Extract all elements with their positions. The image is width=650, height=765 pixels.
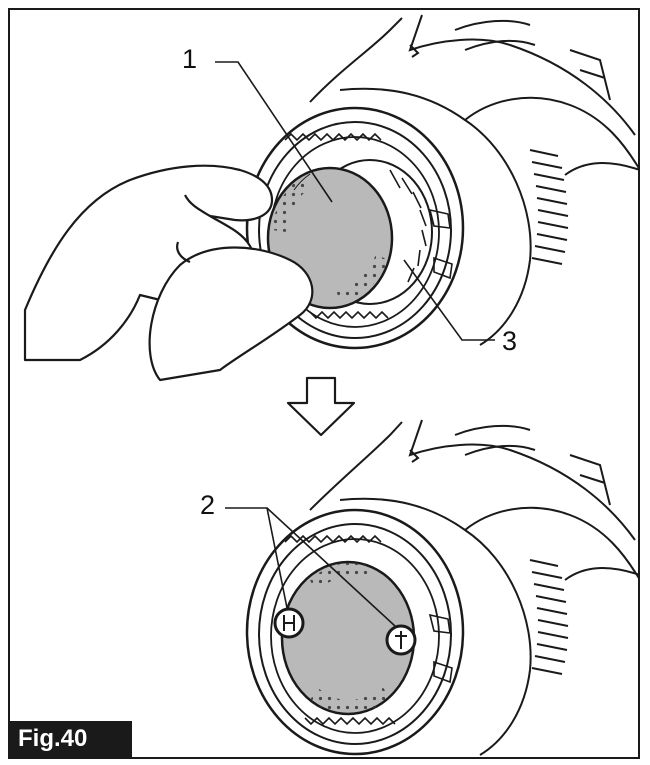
left-tab-marker [273, 607, 305, 639]
bottom-tool-body [309, 419, 638, 756]
figure-frame: 1 3 2 Fig.40 [8, 8, 640, 759]
bottom-collar [245, 508, 465, 756]
callout-2: 2 [200, 490, 216, 520]
hand [23, 164, 314, 382]
tab-markers [273, 607, 417, 656]
top-collar [245, 106, 465, 350]
right-tab-marker [385, 624, 417, 656]
top-leader-lines [215, 61, 495, 341]
callout-1: 1 [182, 44, 198, 74]
figure-label: Fig.40 [10, 721, 132, 757]
bottom-body-ribs [529, 559, 569, 675]
top-tool-body [309, 14, 638, 346]
bottom-installed-filter [280, 560, 416, 716]
bottom-leader-lines [225, 507, 396, 627]
callout-3: 3 [502, 326, 518, 356]
illustration [23, 14, 638, 756]
top-body-ribs [529, 149, 569, 265]
down-arrow [286, 376, 356, 437]
